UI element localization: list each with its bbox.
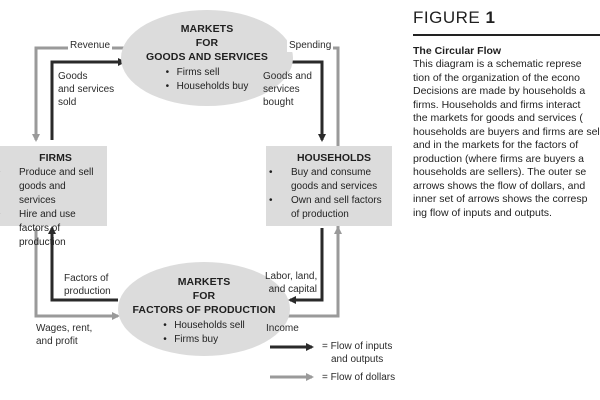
- factors-production-label: Factors of production: [64, 272, 111, 298]
- firms-item: Hire and use factors of production: [8, 208, 103, 250]
- wages-line: and profit: [36, 336, 78, 347]
- factors-line: Factors of: [64, 273, 109, 284]
- households-title: HOUSEHOLDS: [296, 152, 372, 164]
- markets-goods-item: Households buy: [166, 80, 249, 94]
- markets-factors-item: Households sell: [163, 319, 245, 333]
- legend-inputs-line: = Flow of inputs: [322, 341, 393, 352]
- goods-bought-arrow: [290, 60, 326, 142]
- caption-title: The Circular Flow: [413, 45, 502, 57]
- goods-sold-label: Goods and services sold: [58, 70, 114, 109]
- income-arrow: [288, 226, 342, 318]
- goods-bought-label: Goods and services bought: [263, 70, 312, 109]
- revenue-label: Revenue: [68, 39, 113, 52]
- factors-arrow: [48, 226, 118, 302]
- labor-line: and capital: [268, 284, 317, 295]
- caption-body: This diagram is a schematic represe tion…: [413, 58, 600, 219]
- firms-title: FIRMS: [39, 152, 72, 164]
- markets-factors-ellipse: MARKETS FOR FACTORS OF PRODUCTION Househ…: [118, 262, 290, 356]
- goods-sold-arrow: [50, 58, 126, 140]
- markets-goods-title-1: MARKETS: [180, 23, 234, 35]
- labor-line: Labor, land,: [265, 271, 318, 282]
- households-box: HOUSEHOLDS Buy and consume goods and ser…: [266, 146, 392, 226]
- markets-goods-title-2: FOR: [195, 37, 219, 49]
- figure-label-number: 1: [485, 8, 496, 27]
- markets-factors-title-1: MARKETS: [177, 276, 231, 288]
- firms-item: Produce and sell goods and services: [8, 166, 103, 208]
- figure-caption-panel: FIGURE 1 The Circular Flow This diagram …: [413, 8, 600, 220]
- wages-arrow: [34, 228, 120, 320]
- goods-sold-line: Goods: [58, 71, 88, 82]
- markets-goods-item: Firms sell: [166, 66, 249, 80]
- markets-factors-item: Firms buy: [163, 333, 245, 347]
- goods-bought-line: bought: [263, 97, 294, 108]
- figure-rule: [413, 34, 600, 36]
- legend-dollars: = Flow of dollars: [322, 372, 396, 383]
- markets-factors-title-2: FOR: [192, 290, 216, 302]
- households-item: Buy and consume goods and services: [280, 166, 388, 194]
- markets-factors-title-3: FACTORS OF PRODUCTION: [132, 304, 276, 316]
- factors-line: production: [64, 286, 111, 297]
- figure-label-prefix: FIGURE: [413, 8, 481, 27]
- households-item: Own and sell factors of production: [280, 194, 388, 222]
- labor-land-capital-label: Labor, land, and capital: [265, 270, 317, 296]
- firms-box: FIRMS Produce and sell goods and service…: [0, 146, 107, 248]
- goods-sold-line: and services: [58, 84, 115, 95]
- income-label: Income: [266, 323, 299, 334]
- wages-line: Wages, rent,: [36, 323, 93, 334]
- figure-label: FIGURE 1: [413, 8, 600, 28]
- goods-sold-line: sold: [58, 97, 77, 108]
- legend-inputs-line: and outputs: [331, 354, 384, 365]
- markets-goods-ellipse: MARKETS FOR GOODS AND SERVICES Firms sel…: [121, 10, 293, 106]
- labor-arrow: [288, 228, 324, 304]
- goods-bought-line: services: [263, 84, 300, 95]
- spending-label: Spending: [287, 39, 334, 52]
- wages-label: Wages, rent, and profit: [36, 322, 92, 348]
- legend-inputs-outputs: = Flow of inputs and outputs: [322, 340, 392, 366]
- goods-bought-line: Goods and: [263, 71, 312, 82]
- markets-goods-title-3: GOODS AND SERVICES: [146, 51, 268, 63]
